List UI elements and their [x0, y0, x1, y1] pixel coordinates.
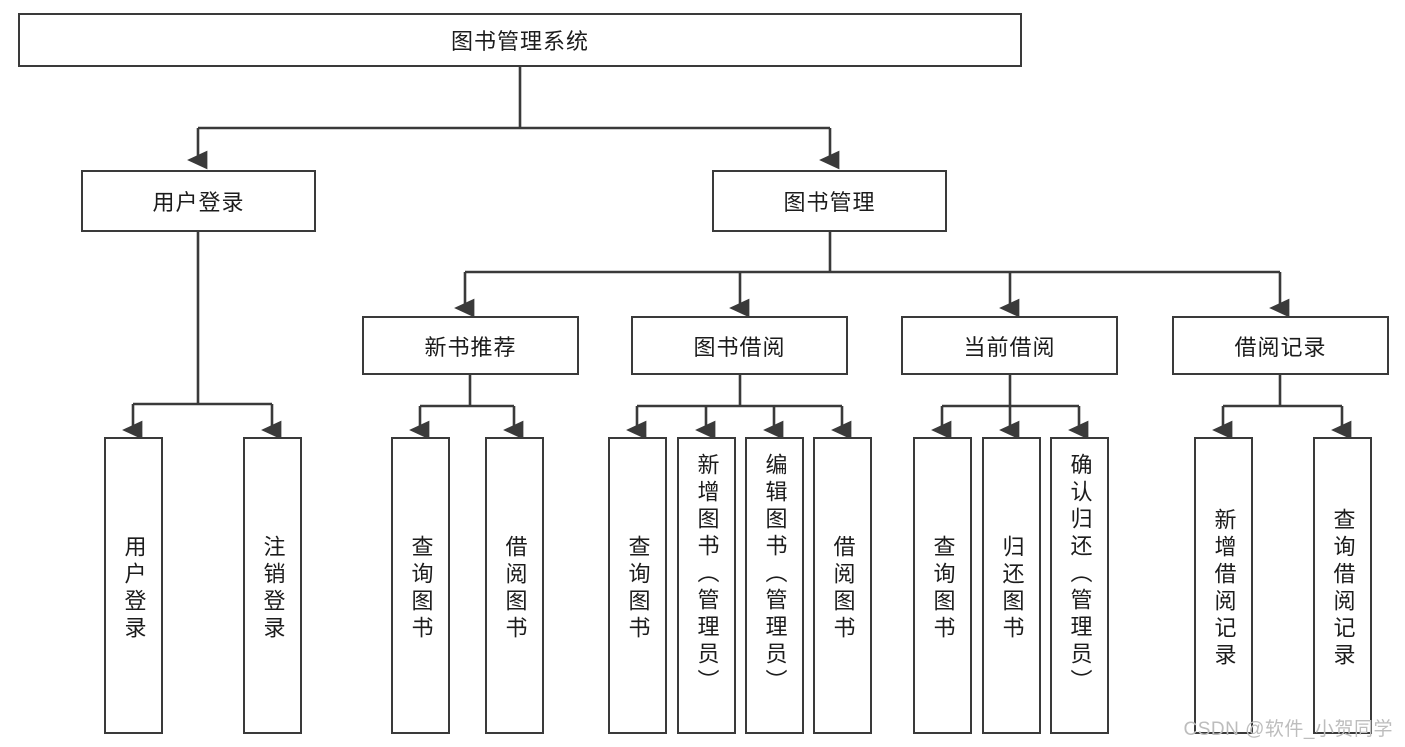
leaf-book-borrow-add-book-admin[interactable]: 新增图书（管理员）	[677, 437, 736, 734]
node-user-login[interactable]: 用户登录	[81, 170, 316, 232]
node-label: 用户登录	[152, 190, 245, 215]
leaf-text-wrap: 查询借阅记录	[1315, 445, 1370, 732]
node-current-borrow[interactable]: 当前借阅	[901, 316, 1118, 375]
leaf-text-wrap: 用户登录	[106, 445, 161, 732]
node-book-management[interactable]: 图书管理	[712, 170, 947, 232]
node-label: 新增借阅记录	[1211, 507, 1237, 670]
node-label: 查询图书	[408, 534, 434, 643]
leaf-current-borrow-return-book[interactable]: 归还图书	[982, 437, 1041, 734]
leaf-text-wrap: 确认归还（管理员）	[1052, 445, 1107, 732]
leaf-new-book-borrow-book[interactable]: 借阅图书	[485, 437, 544, 734]
node-borrow-record[interactable]: 借阅记录	[1172, 316, 1389, 375]
leaf-text-wrap: 查询图书	[610, 445, 665, 732]
node-book-borrow[interactable]: 图书借阅	[631, 316, 848, 375]
watermark: CSDN @软件_小贺同学	[1183, 719, 1393, 740]
node-label: 用户登录	[121, 534, 147, 643]
leaf-book-borrow-edit-book-admin[interactable]: 编辑图书（管理员）	[745, 437, 804, 734]
leaf-book-borrow-query-book[interactable]: 查询图书	[608, 437, 667, 734]
leaf-user-login-login[interactable]: 用户登录	[104, 437, 163, 734]
leaf-text-wrap: 归还图书	[984, 445, 1039, 732]
node-label: 借阅图书	[502, 534, 528, 643]
leaf-user-login-logout[interactable]: 注销登录	[243, 437, 302, 734]
leaf-borrow-record-query-record[interactable]: 查询借阅记录	[1313, 437, 1372, 734]
node-label: 确认归还（管理员）	[1067, 453, 1093, 696]
node-label: 注销登录	[260, 534, 286, 643]
node-label: 借阅记录	[1234, 334, 1327, 360]
leaf-book-borrow-borrow-book[interactable]: 借阅图书	[813, 437, 872, 734]
leaf-text-wrap: 查询图书	[915, 445, 970, 732]
node-label: 编辑图书（管理员）	[762, 453, 788, 696]
node-label: 当前借阅	[963, 334, 1056, 360]
leaf-current-borrow-confirm-return-admin[interactable]: 确认归还（管理员）	[1050, 437, 1109, 734]
node-label: 新书推荐	[424, 334, 517, 360]
leaf-text-wrap: 借阅图书	[815, 445, 870, 732]
leaf-text-wrap: 新增借阅记录	[1196, 445, 1251, 732]
node-label: 借阅图书	[830, 534, 856, 643]
node-label: 查询借阅记录	[1330, 507, 1356, 670]
leaf-text-wrap: 查询图书	[393, 445, 448, 732]
leaf-borrow-record-add-record[interactable]: 新增借阅记录	[1194, 437, 1253, 734]
node-new-book-recommend[interactable]: 新书推荐	[362, 316, 579, 375]
node-label: 查询图书	[625, 534, 651, 643]
node-label: 新增图书（管理员）	[694, 453, 720, 696]
leaf-current-borrow-query-book[interactable]: 查询图书	[913, 437, 972, 734]
node-label: 图书管理	[783, 190, 876, 215]
leaf-text-wrap: 借阅图书	[487, 445, 542, 732]
node-label: 查询图书	[930, 534, 956, 643]
node-label: 图书借阅	[693, 334, 786, 360]
node-label: 归还图书	[999, 534, 1025, 643]
leaf-new-book-query-book[interactable]: 查询图书	[391, 437, 450, 734]
node-root-book-management-system[interactable]: 图书管理系统	[18, 13, 1022, 67]
leaf-text-wrap: 注销登录	[245, 445, 300, 732]
leaf-text-wrap: 新增图书（管理员）	[679, 445, 734, 732]
node-label: 图书管理系统	[450, 29, 589, 54]
leaf-text-wrap: 编辑图书（管理员）	[747, 445, 802, 732]
